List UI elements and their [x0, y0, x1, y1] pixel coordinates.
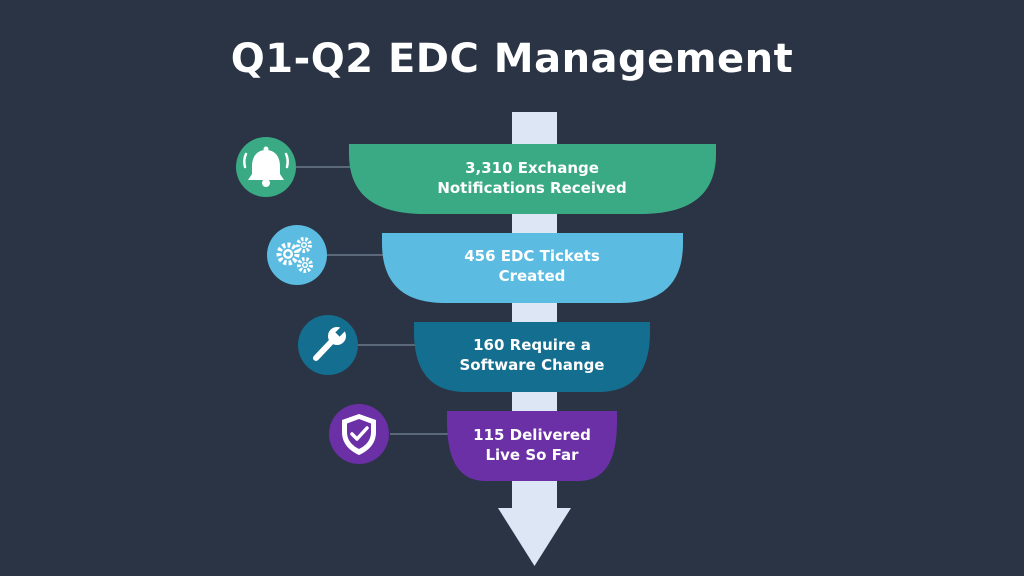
funnel-stage-4: 115 Delivered Live So Far — [329, 404, 617, 481]
bell-icon — [243, 146, 289, 187]
stage-label-line-1: 115 Delivered — [473, 426, 591, 444]
stage-label-line-1: 3,310 Exchange — [465, 159, 599, 177]
stage-label-line-2: Created — [499, 267, 566, 285]
funnel-stage-2: 456 EDC Tickets Created — [267, 225, 683, 303]
funnel-stage-1: 3,310 Exchange Notifications Received — [236, 137, 716, 214]
stage-label-line-1: 160 Require a — [473, 336, 591, 354]
stage-label-line-2: Software Change — [460, 356, 605, 374]
shield-check-icon — [342, 414, 376, 455]
stage-band — [382, 233, 683, 303]
stage-label-line-1: 456 EDC Tickets — [464, 247, 600, 265]
stage-band — [349, 144, 716, 214]
stage-label-line-2: Notifications Received — [437, 179, 626, 197]
wrench-icon — [313, 326, 346, 361]
stage-label-line-2: Live So Far — [485, 446, 579, 464]
stage-band — [414, 322, 650, 392]
stage-band — [447, 411, 617, 481]
gears-icon — [276, 237, 313, 273]
diagram-title: Q1-Q2 EDC Management — [230, 36, 794, 82]
funnel-stage-3: 160 Require a Software Change — [298, 315, 650, 392]
